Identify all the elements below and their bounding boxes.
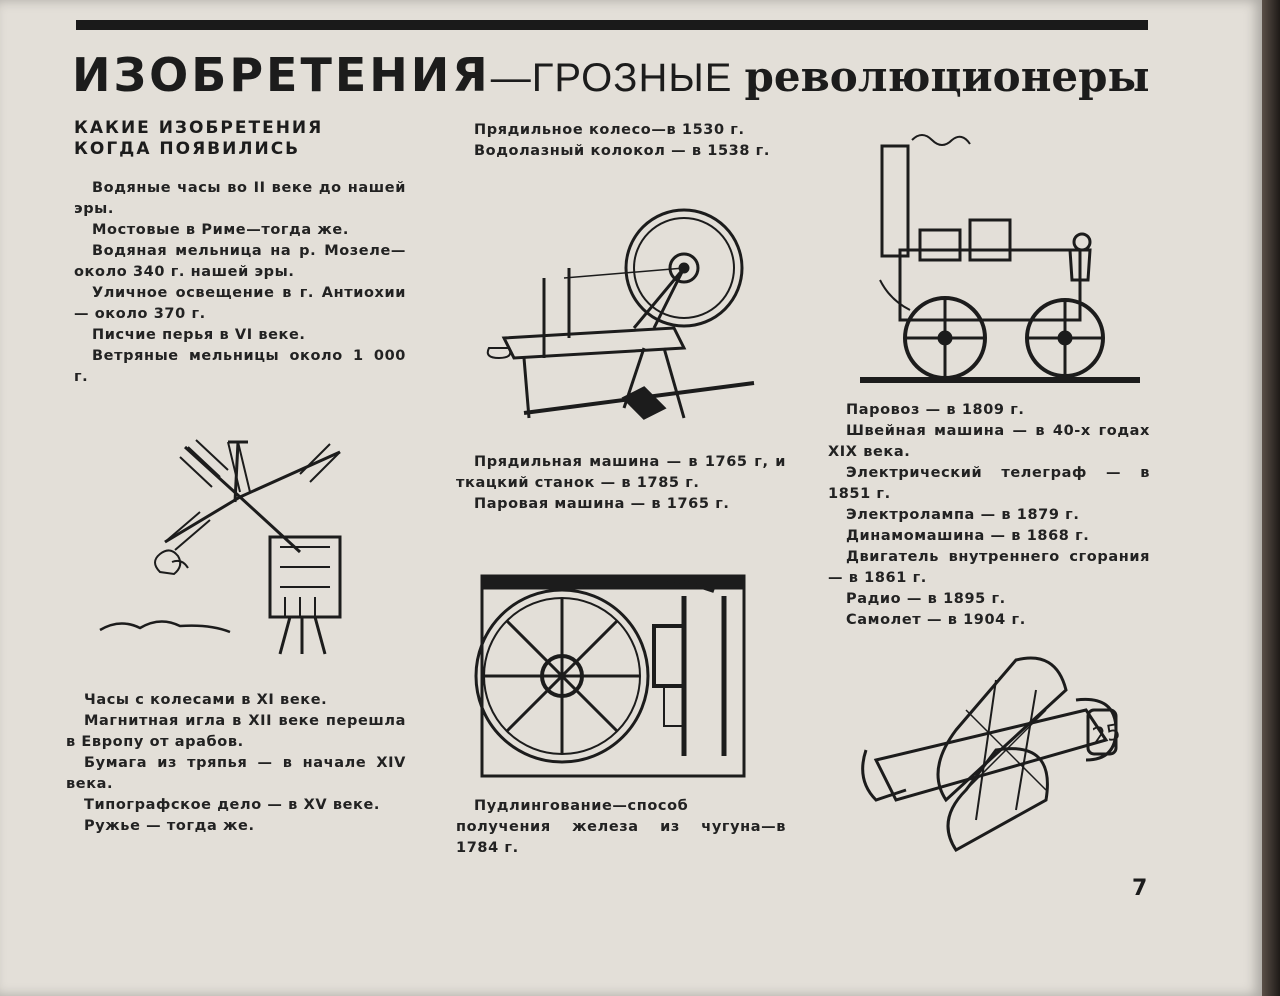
top-rule <box>76 20 1148 30</box>
list-item: Писчие перья в VI веке. <box>92 327 306 343</box>
column-2-bottom-text: Пудлингование—способ получения железа из… <box>456 796 786 859</box>
list-item: Динамомашина — в 1868 г. <box>846 528 1090 544</box>
list-item: Электролампа — в 1879 г. <box>846 507 1080 523</box>
list-item: Бумага из тряпья — в начале XIV века. <box>66 755 406 792</box>
list-item: Водяная мельница на р. Мозеле—около 340 … <box>74 243 406 280</box>
spinning-wheel-illustration <box>486 208 755 420</box>
subheading: КАКИЕ ИЗОБРЕТЕНИЯ КОГДА ПОЯВИЛИСЬ <box>74 118 323 160</box>
list-item: Радио — в 1895 г. <box>846 591 1006 607</box>
column-1-top-text: Водяные часы во II веке до нашей эры. Мо… <box>74 178 406 388</box>
list-item: Двигатель внутреннего сгорания — в 1861 … <box>828 549 1150 586</box>
windmill-illustration <box>99 439 342 655</box>
headline-part-1: ИЗОБРЕТЕНИЯ <box>72 48 491 102</box>
column-2-mid-text: Прядильная машина — в 1765 г, и ткацкий … <box>456 452 786 515</box>
list-item: Прядильная машина — в 1765 г, и ткацкий … <box>456 454 786 491</box>
list-item: Типографское дело — в XV веке. <box>84 797 381 813</box>
page-number: 7 <box>1132 876 1148 901</box>
airplane-number-label: 25 <box>1091 720 1123 749</box>
book-edge <box>1262 0 1280 996</box>
headline-part-3: революционеры <box>744 52 1150 101</box>
subheading-line-2: КОГДА ПОЯВИЛИСЬ <box>74 139 301 159</box>
list-item: Паровоз — в 1809 г. <box>846 402 1025 418</box>
column-1-bottom-text: Часы с колесами в XI веке. Магнитная игл… <box>66 690 406 837</box>
list-item: Уличное освещение в г. Антиохии — около … <box>74 285 406 322</box>
list-item: Прядильное колесо—в 1530 г. <box>474 122 745 138</box>
page-headline: ИЗОБРЕТЕНИЯ—ГРОЗНЫЕ революционеры <box>72 48 1162 118</box>
steam-engine-illustration <box>474 574 746 778</box>
list-item: Самолет — в 1904 г. <box>846 612 1026 628</box>
list-item: Паровая машина — в 1765 г. <box>474 496 730 512</box>
list-item: Часы с колесами в XI веке. <box>84 692 328 708</box>
locomotive-illustration <box>860 134 1140 383</box>
list-item: Мостовые в Риме—тогда же. <box>92 222 349 238</box>
biplane-illustration: 25 <box>861 656 1123 852</box>
list-item: Водолазный колокол — в 1538 г. <box>474 143 770 159</box>
list-item: Швейная машина — в 40-х годах XIX века. <box>828 423 1150 460</box>
list-item: Электрический телеграф — в 1851 г. <box>828 465 1150 502</box>
list-item: Водяные часы во II веке до нашей эры. <box>74 180 406 217</box>
column-3-text: Паровоз — в 1809 г. Швейная машина — в 4… <box>828 400 1150 631</box>
list-item: Ружье — тогда же. <box>84 818 255 834</box>
column-2-top-text: Прядильное колесо—в 1530 г. Водолазный к… <box>456 120 786 162</box>
list-item: Ветряные мельницы около 1 000 г. <box>74 348 406 385</box>
headline-part-2: —ГРОЗНЫЕ <box>490 56 745 100</box>
list-item: Пудлингование—способ получения железа из… <box>456 798 786 856</box>
subheading-line-1: КАКИЕ ИЗОБРЕТЕНИЯ <box>74 118 324 138</box>
list-item: Магнитная игла в XII веке перешла в Евро… <box>66 713 406 750</box>
